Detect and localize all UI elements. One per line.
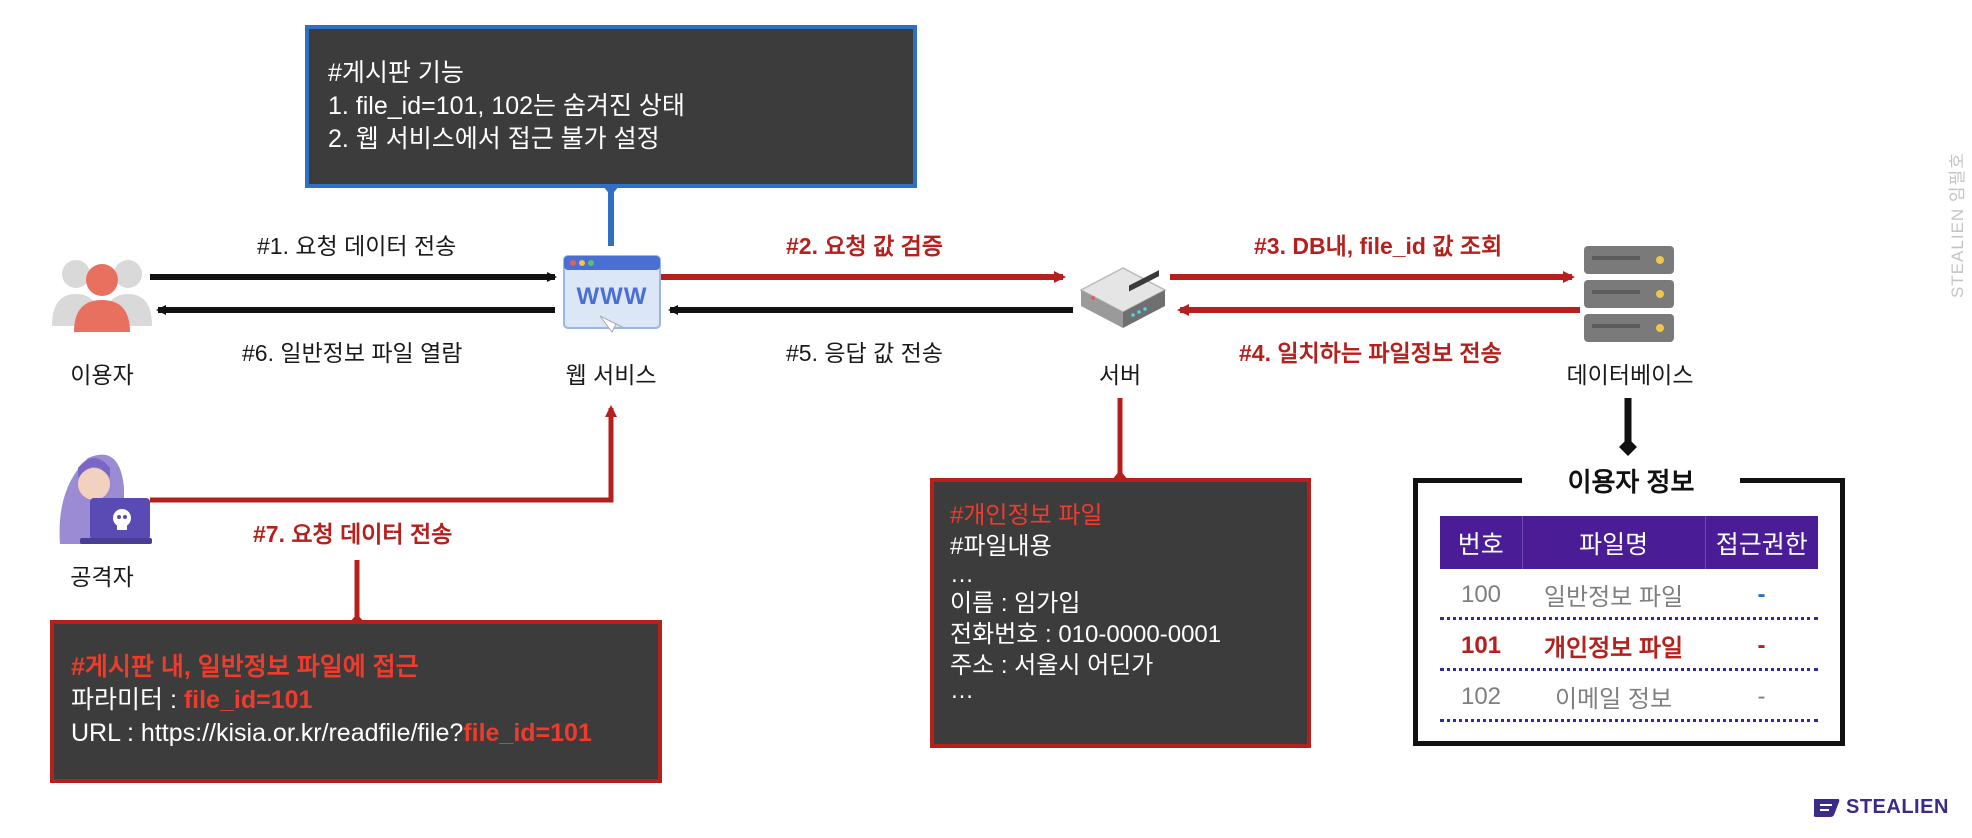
attack-request-box: #게시판 내, 일반정보 파일에 접근 파라미터 : file_id=101 U…	[50, 620, 662, 783]
server-icon	[1079, 267, 1167, 328]
table-row: 100 일반정보 파일 -	[1440, 572, 1818, 620]
attacker-label: 공격자	[70, 564, 134, 590]
board-line-2: 1. file_id=101, 102는 숨겨진 상태	[328, 92, 685, 120]
row-permission: -	[1757, 631, 1766, 659]
private-file-box: #개인정보 파일 #파일내용 … 이름 : 임가입 전화번호 : 010-000…	[930, 478, 1311, 748]
board-line-3: 2. 웹 서비스에서 접근 불가 설정	[328, 125, 660, 153]
board-function-box: #게시판 기능 1. file_id=101, 102는 숨겨진 상태 2. 웹…	[305, 25, 917, 188]
row-permission: -	[1757, 682, 1766, 710]
database-icon	[1584, 246, 1674, 342]
row-no: 102	[1460, 682, 1502, 710]
board-line-1: #게시판 기능	[328, 59, 464, 87]
stealien-logo-icon	[1813, 798, 1840, 817]
step-5-label: #5. 응답 값 전송	[786, 340, 943, 366]
watermark: STEALIEN 임필호	[1948, 152, 1967, 298]
private-line-2: …	[950, 561, 974, 588]
table-header: 번호 파일명 접근권한	[1440, 516, 1818, 569]
user-group-icon	[52, 260, 152, 332]
header-permission: 접근권한	[1715, 530, 1808, 559]
step-6-label: #6. 일반정보 파일 열람	[242, 340, 463, 366]
step-3-label: #3. DB내, file_id 값 조회	[1254, 233, 1503, 259]
stealien-logo-text: STEALIEN	[1846, 796, 1949, 818]
step-4-label: #4. 일치하는 파일정보 전송	[1239, 340, 1502, 366]
step-1-label: #1. 요청 데이터 전송	[257, 233, 457, 259]
private-line-5: 주소 : 서울시 어딘가	[950, 652, 1154, 679]
row-filename: 개인정보 파일	[1543, 635, 1684, 662]
header-no: 번호	[1440, 516, 1523, 569]
step-7-label: #7. 요청 데이터 전송	[253, 521, 453, 547]
www-browser-icon: WWW	[563, 255, 661, 333]
step-2-label: #2. 요청 값 검증	[786, 233, 943, 259]
svg-text:WWW: WWW	[577, 283, 648, 310]
row-filename: 일반정보 파일	[1543, 584, 1684, 611]
url-value: file_id=101	[463, 719, 592, 747]
hacker-icon	[59, 454, 152, 544]
table-row: 102 이메일 정보 -	[1440, 674, 1818, 722]
attack-title: #게시판 내, 일반정보 파일에 접근	[71, 653, 419, 681]
stealien-logo: STEALIEN	[1812, 796, 1949, 819]
row-no: 100	[1460, 580, 1502, 608]
param-label: 파라미터 :	[71, 686, 184, 714]
user-label: 이용자	[70, 362, 134, 388]
private-title: #개인정보 파일	[950, 502, 1103, 529]
row-filename: 이메일 정보	[1554, 686, 1673, 713]
server-label: 서버	[1098, 362, 1142, 388]
row-permission: -	[1757, 580, 1766, 608]
url-label: URL : https://kisia.or.kr/readfile/file?	[71, 719, 464, 747]
table-row: 101 개인정보 파일 -	[1440, 623, 1818, 671]
database-label: 데이터베이스	[1566, 362, 1694, 388]
user-info-table-title: 이용자 정보	[1522, 462, 1740, 502]
private-line-4: 전화번호 : 010-0000-0001	[950, 621, 1222, 648]
arrow-7	[150, 405, 617, 503]
param-value: file_id=101	[183, 686, 313, 714]
header-filename: 파일명	[1523, 516, 1706, 569]
private-line-1: #파일내용	[950, 533, 1052, 560]
private-line-3: 이름 : 임가입	[950, 590, 1081, 617]
web-service-label: 웹 서비스	[565, 362, 657, 388]
private-line-6: …	[950, 677, 974, 704]
row-no: 101	[1460, 631, 1502, 659]
